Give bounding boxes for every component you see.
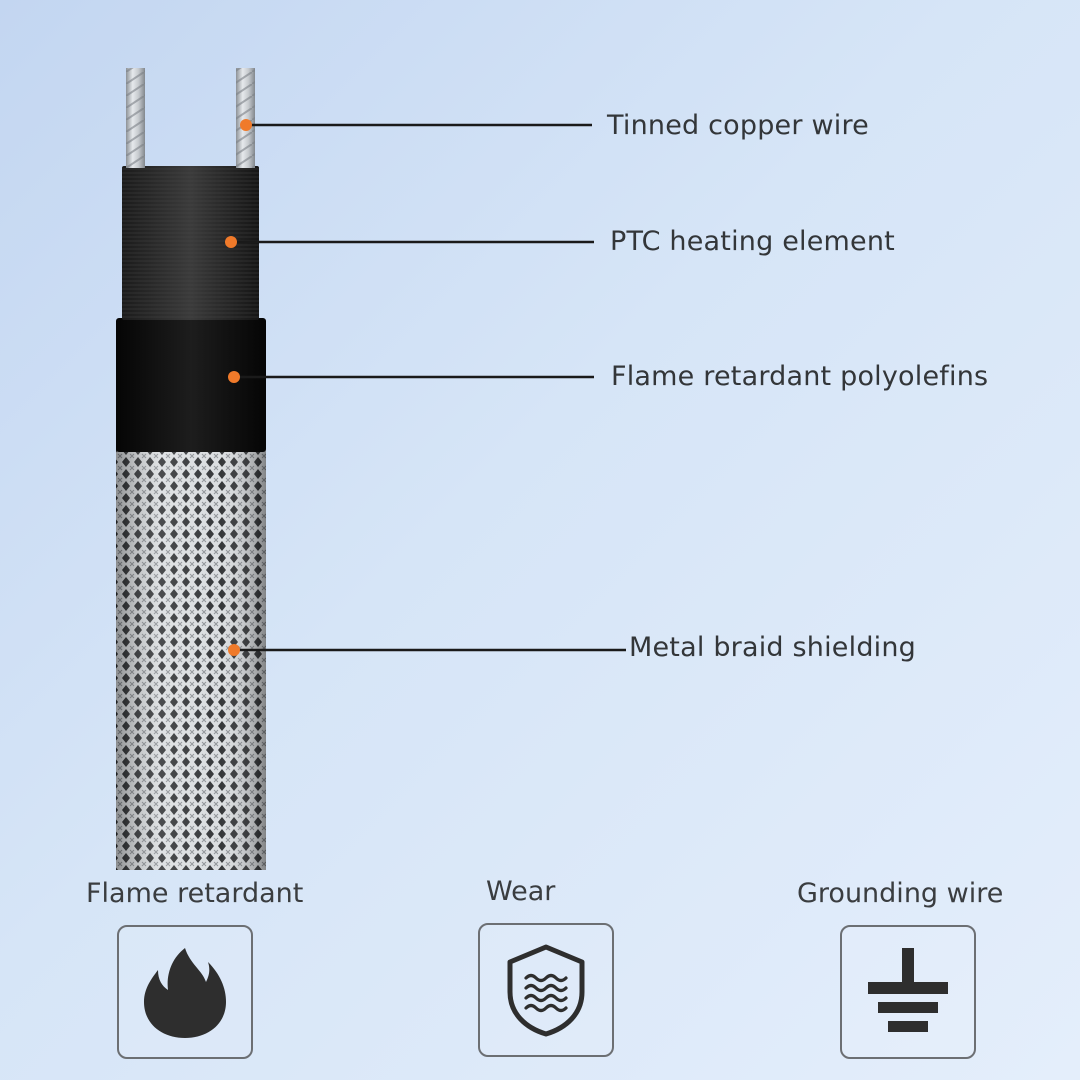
callout-dots: [225, 119, 252, 656]
label-tinned-copper-wire: Tinned copper wire: [607, 110, 869, 141]
copper-wire-left: [126, 68, 145, 168]
feature-box-wear: [478, 923, 614, 1057]
cable-illustration: [116, 68, 626, 870]
ptc-element-layer: [122, 166, 259, 320]
label-flame-retardant-polyolefins: Flame retardant polyolefins: [611, 361, 989, 392]
feature-label-flame-retardant: Flame retardant: [86, 878, 304, 909]
polyolefin-jacket-layer: [116, 318, 266, 452]
feature-box-flame-retardant: [117, 925, 253, 1059]
leader-lines: [231, 123, 626, 652]
callout-dot-ptc: [225, 236, 237, 248]
copper-wire-right: [236, 68, 255, 168]
shield-waves-icon: [507, 944, 585, 1037]
label-metal-braid-shielding: Metal braid shielding: [629, 632, 917, 663]
label-ptc-heating-element: PTC heating element: [610, 226, 895, 257]
feature-label-wear: Wear: [486, 876, 556, 907]
metal-braid-layer: [116, 448, 266, 870]
callout-dot-copper: [240, 119, 252, 131]
feature-box-grounding-wire: [840, 925, 976, 1059]
feature-label-grounding-wire: Grounding wire: [797, 878, 1004, 909]
ground-icon: [868, 948, 948, 1032]
flame-icon: [144, 948, 226, 1038]
callout-dot-polyolefin: [228, 371, 240, 383]
callout-dot-braid: [228, 644, 240, 656]
